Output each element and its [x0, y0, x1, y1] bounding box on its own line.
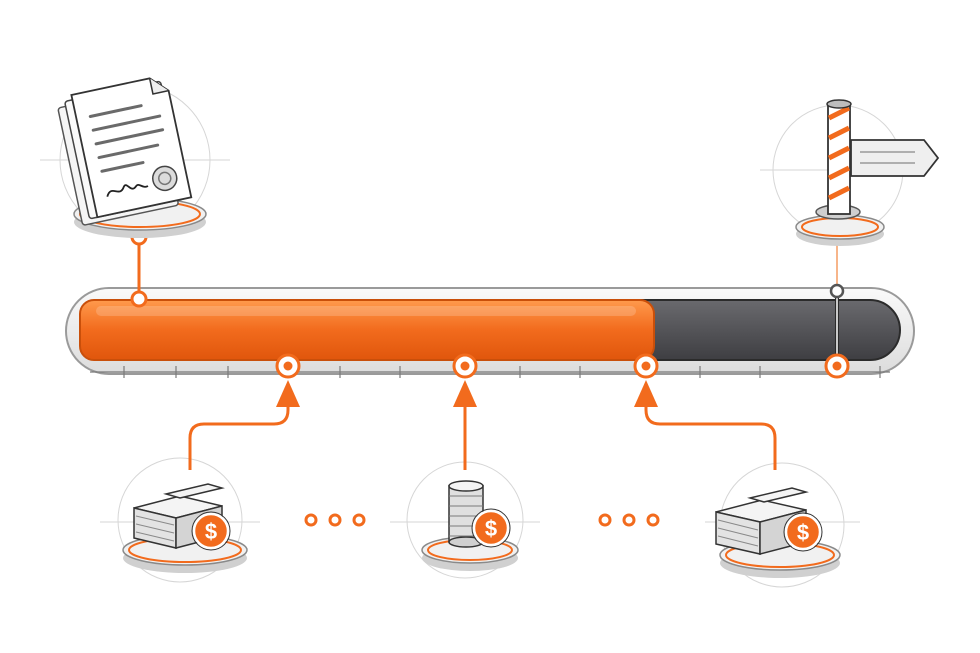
- payment-2-coin-stack-icon: $: [421, 480, 519, 571]
- payment-3-cash-stack-icon: $: [715, 487, 841, 578]
- payment-arrows: [188, 380, 777, 470]
- progress-fill: [79, 299, 655, 361]
- end-connector: [824, 245, 850, 379]
- start-connector: [130, 228, 148, 308]
- start-marker-bar: [130, 290, 148, 308]
- ellipsis-dots-1: [304, 513, 366, 527]
- progress-fill-shine: [96, 306, 636, 316]
- progress-ruler-ticks: [90, 366, 890, 378]
- signed-contract-icon: [57, 77, 207, 238]
- arrow-payment-1: [188, 380, 300, 470]
- ellipsis-dots-2: [598, 513, 660, 527]
- signpost-finish-icon: [795, 99, 940, 246]
- milestone-1: [275, 353, 301, 379]
- milestone-2: [452, 353, 478, 379]
- payment-milestones: [275, 353, 659, 379]
- end-marker-bar: [829, 283, 845, 299]
- progress-bar: [65, 287, 915, 378]
- milestone-3: [633, 353, 659, 379]
- dollar-sign-1: $: [205, 519, 217, 544]
- arrow-payment-3: [634, 380, 777, 470]
- dollar-sign-2: $: [485, 516, 497, 541]
- dollar-sign-3: $: [797, 520, 809, 545]
- payment-1-cash-stack-icon: $: [122, 483, 248, 573]
